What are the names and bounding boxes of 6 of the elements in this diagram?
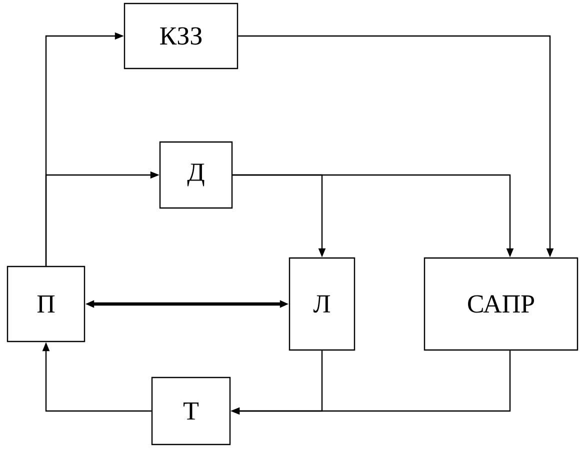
block-box: Л [288,257,356,351]
block-box: Т [151,376,231,446]
block-box: САПР [424,257,578,351]
block-box: КЗЗ [124,2,238,70]
block-box: Д [159,141,233,209]
block-box: П [6,266,86,342]
